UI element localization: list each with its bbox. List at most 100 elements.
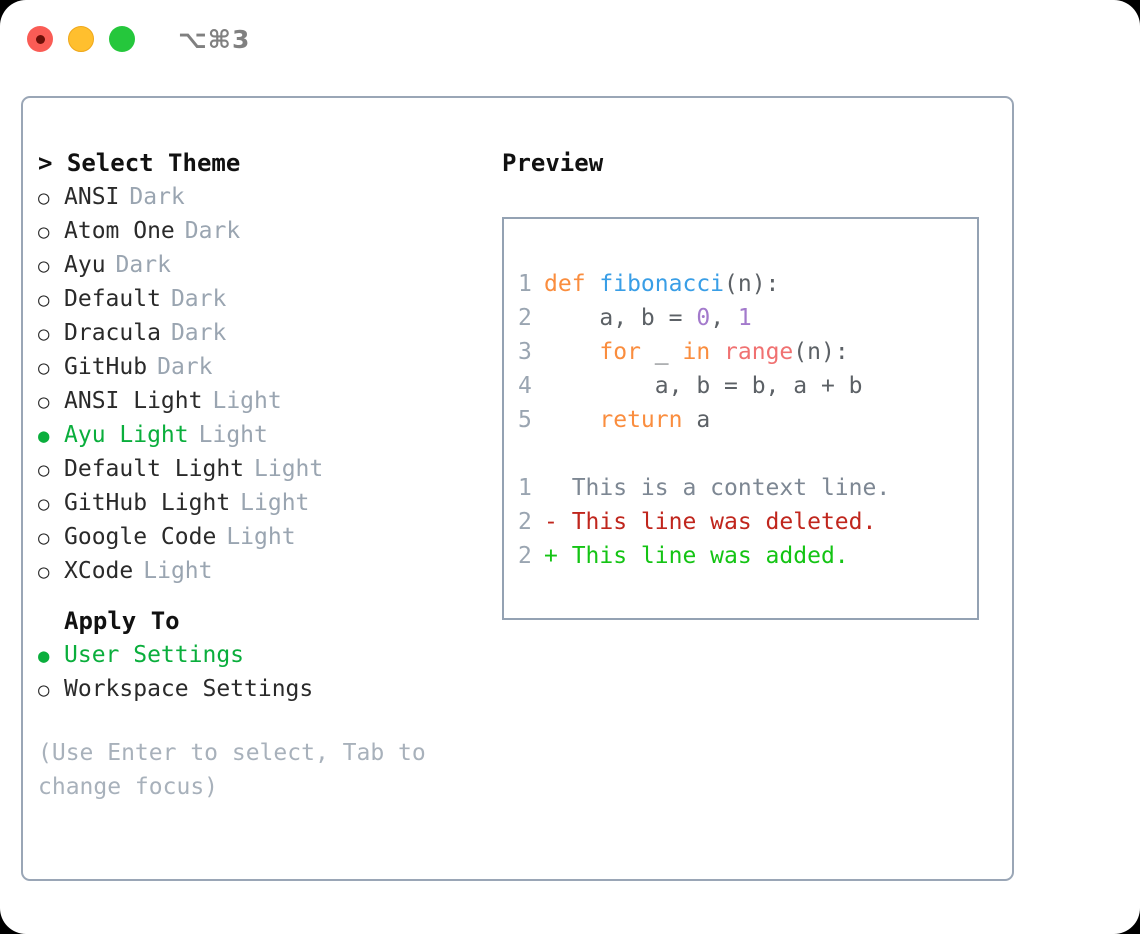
theme-category-badge: Light [254, 456, 324, 482]
theme-option-label: Atom One [64, 218, 175, 244]
close-button[interactable] [27, 26, 53, 52]
radio-unselected-icon: ○ [38, 323, 50, 345]
radio-unselected-icon: ○ [38, 679, 50, 701]
code-token-keyword: def [544, 271, 600, 297]
radio-unselected-icon: ○ [38, 391, 50, 413]
code-line-content: a, b = b, a + b [544, 369, 863, 403]
theme-option-label: ANSI Light [64, 388, 203, 414]
code-token-plain: a, b = b, a + b [544, 373, 863, 399]
code-token-keyword: return [599, 407, 683, 433]
theme-option-label: Ayu [64, 252, 106, 278]
diff-line-context: 1 This is a context line. [518, 471, 977, 505]
code-line-content: def fibonacci(n): [544, 267, 779, 301]
close-icon [35, 34, 45, 44]
theme-category-badge: Light [143, 558, 213, 584]
code-token-plain [710, 339, 724, 365]
line-number: 2 [518, 509, 532, 535]
theme-category-badge: Dark [115, 252, 171, 278]
code-token-plain: a, b = [544, 305, 697, 331]
theme-option-ansi[interactable]: ○ ANSI Dark [38, 180, 478, 214]
theme-category-badge: Dark [170, 320, 227, 346]
select-theme-header: > Select Theme [38, 149, 241, 177]
diff-line-content: This is a context line. [544, 475, 891, 501]
theme-option-ayu[interactable]: ○ Ayu Dark [38, 248, 478, 282]
theme-option-label: Default Light [64, 456, 245, 482]
theme-option-ansi-light[interactable]: ○ ANSI Light Light [38, 384, 478, 418]
apply-to-option-user-settings[interactable]: ● User Settings [38, 638, 478, 672]
theme-category-badge: Dark [129, 184, 185, 210]
theme-option-github-light[interactable]: ○ GitHub Light Light [38, 486, 478, 520]
theme-category-badge: Dark [184, 218, 241, 244]
theme-option-dracula[interactable]: ○ Dracula Dark [38, 316, 478, 350]
code-token-number: 1 [737, 305, 752, 331]
line-number: 2 [518, 305, 532, 331]
theme-option-label: Google Code [64, 524, 217, 550]
code-line: 2 a, b = 0, 1 [518, 301, 977, 335]
theme-category-badge: Dark [157, 354, 213, 380]
preview-title: Preview [502, 149, 604, 177]
diff-line-content: + This line was added. [544, 543, 849, 569]
code-line: 5 return a [518, 403, 977, 437]
diff-line-deleted: 2 - This line was deleted. [518, 505, 977, 539]
keyboard-hint: (Use Enter to select, Tab to change focu… [38, 740, 426, 800]
theme-category-badge: Dark [170, 286, 227, 312]
maximize-button[interactable] [109, 26, 135, 52]
theme-option-label: Dracula [64, 320, 161, 346]
apply-to-list: ● User Settings ○Workspace Settings [38, 638, 478, 706]
line-number: 1 [518, 271, 532, 297]
theme-option-label: GitHub Light [64, 490, 231, 516]
radio-selected-icon: ● [38, 425, 50, 447]
theme-option-ayu-light[interactable]: ● Ayu Light Light [38, 418, 478, 452]
code-line: 4 a, b = b, a + b [518, 369, 977, 403]
line-number: 2 [518, 543, 532, 569]
code-line-content: return a [544, 403, 710, 437]
radio-selected-icon: ● [38, 645, 50, 667]
code-token-plain [544, 407, 599, 433]
theme-option-google-code[interactable]: ○ Google Code Light [38, 520, 478, 554]
code-token-keyword: for [599, 339, 641, 365]
radio-unselected-icon: ○ [38, 493, 50, 515]
line-number: 1 [518, 475, 532, 501]
radio-unselected-icon: ○ [38, 527, 50, 549]
line-number: 5 [518, 407, 532, 433]
code-token-keyword: in [682, 339, 711, 365]
radio-unselected-icon: ○ [38, 357, 50, 379]
minimize-button[interactable] [68, 26, 94, 52]
theme-option-default-light[interactable]: ○ Default Light Light [38, 452, 478, 486]
theme-option-label: XCode [64, 558, 134, 584]
line-number: 3 [518, 339, 532, 365]
theme-category-badge: Light [226, 524, 296, 550]
theme-category-badge: Light [240, 490, 310, 516]
code-token-call: range [724, 339, 794, 365]
radio-unselected-icon: ○ [38, 289, 50, 311]
apply-to-header: Apply To [64, 607, 180, 635]
code-line-content: for _ in range(n): [544, 335, 849, 369]
code-token-plain: (n): [793, 339, 849, 365]
apply-to-option-workspace-settings[interactable]: ○Workspace Settings [38, 672, 478, 706]
radio-unselected-icon: ○ [38, 255, 50, 277]
apply-to-option-label: User Settings [64, 642, 245, 668]
theme-category-badge: Light [212, 388, 282, 414]
theme-option-label: ANSI [64, 184, 120, 210]
theme-option-default[interactable]: ○ Default Dark [38, 282, 478, 316]
theme-option-label: Ayu Light [64, 422, 189, 448]
code-line: 1 def fibonacci(n): [518, 267, 977, 301]
code-line: 3 for _ in range(n): [518, 335, 977, 369]
diff-line-content: - This line was deleted. [544, 509, 877, 535]
theme-category-badge: Light [198, 422, 268, 448]
line-number: 4 [518, 373, 532, 399]
code-token-function: fibonacci [599, 271, 725, 297]
theme-option-label: Default [64, 286, 161, 312]
radio-unselected-icon: ○ [38, 187, 50, 209]
code-token-plain: _ [640, 339, 683, 365]
diff-line-added: 2 + This line was added. [518, 539, 977, 573]
radio-unselected-icon: ○ [38, 459, 50, 481]
